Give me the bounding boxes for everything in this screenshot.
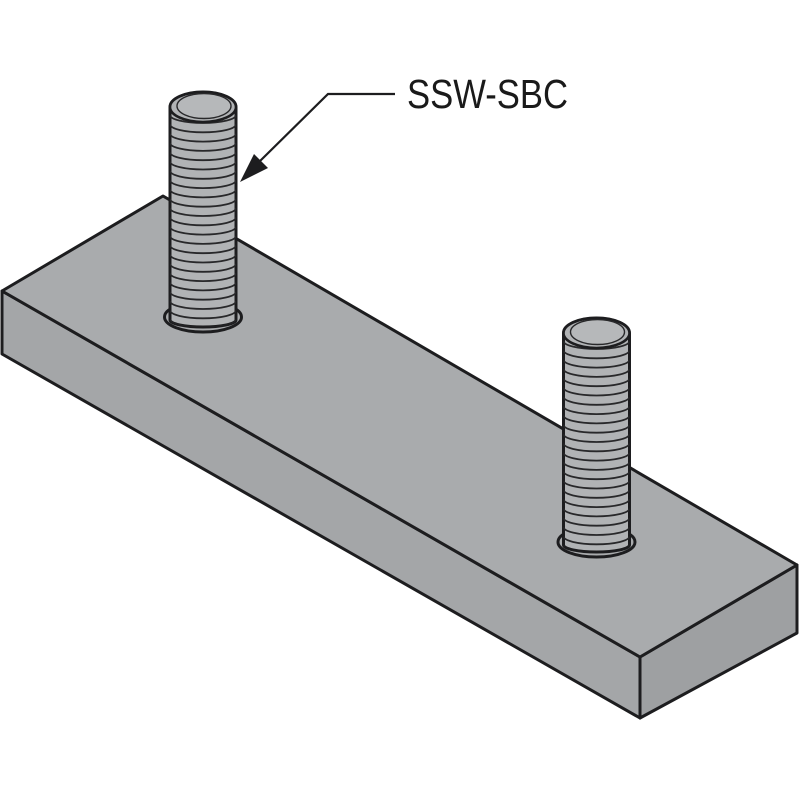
leader-arrowhead-icon — [240, 154, 268, 182]
stud-right-thread-ridge — [563, 480, 630, 490]
stud-right-thread-ridge — [563, 470, 630, 481]
stud-left-thread-ridge — [170, 226, 236, 236]
stud-right-thread-ridge — [563, 489, 630, 499]
leader-line — [258, 92, 395, 163]
stud-right-thread-ridge — [563, 387, 630, 397]
stud-left-thread-ridge — [170, 151, 236, 162]
stud-left-thread-ridge — [170, 189, 236, 199]
stud-right-thread-ridge — [563, 443, 630, 453]
stud-left-shank — [168, 90, 238, 329]
stud-right-thread-ridge — [563, 350, 630, 360]
stud-right-thread-ridge — [563, 517, 630, 527]
stud-left-thread-ridge — [170, 133, 236, 143]
stud-right-thread-ridge — [563, 526, 630, 536]
stud-right-thread-ridge — [563, 377, 630, 388]
stud-left-thread-ridge — [170, 291, 236, 301]
stud-left-thread-ridge — [170, 217, 236, 227]
stud-left-top-face — [176, 92, 232, 120]
part-label: SSW-SBC — [407, 71, 568, 117]
stud-right-thread-ridge — [563, 396, 630, 406]
stud-left-thread-ridge — [170, 179, 236, 189]
stud-left-thread-ridge — [170, 124, 236, 134]
stud-left-threads — [170, 114, 236, 327]
stud-right-top-face — [569, 318, 626, 346]
stud-right-thread-ridge — [563, 415, 630, 425]
stud-left-thread-ridge — [170, 244, 236, 255]
bearing-plate — [0, 194, 799, 720]
stud-left-thread-ridge — [170, 142, 236, 152]
stud-left-thread-ridge — [170, 263, 236, 273]
stud-right-thread-ridge — [563, 498, 630, 508]
stud-left-thread-ridge — [170, 170, 236, 180]
stud-right-thread-ridge — [563, 461, 630, 471]
stud-left-thread-ridge — [170, 300, 236, 310]
stud-right-thread-ridge — [563, 433, 630, 443]
callout: SSW-SBC — [240, 71, 568, 182]
stud-left-thread-ridge — [170, 161, 236, 171]
stud-left-thread-ridge — [170, 310, 236, 320]
stud-left-thread-ridge — [170, 207, 236, 217]
stud-right-thread-ridge — [563, 368, 630, 378]
stud-left-thread-ridge — [170, 235, 236, 245]
stud-right-thread-ridge — [563, 452, 630, 462]
stud-right-thread-ridge — [563, 405, 630, 415]
stud-left-thread-ridge — [170, 282, 236, 292]
threaded-stud-right — [556, 316, 637, 559]
stud-right-thread-ridge — [563, 508, 630, 518]
threaded-stud-left — [163, 90, 243, 334]
stud-right-thread-ridge — [563, 359, 630, 369]
stud-left-thread-ridge — [170, 254, 236, 264]
stud-left-thread-ridge — [170, 272, 236, 282]
plate-top-face — [0, 194, 799, 659]
stud-right-thread-ridge — [563, 424, 630, 434]
stud-right-thread-ridge — [563, 536, 630, 546]
stud-left-thread-ridge — [170, 198, 236, 208]
